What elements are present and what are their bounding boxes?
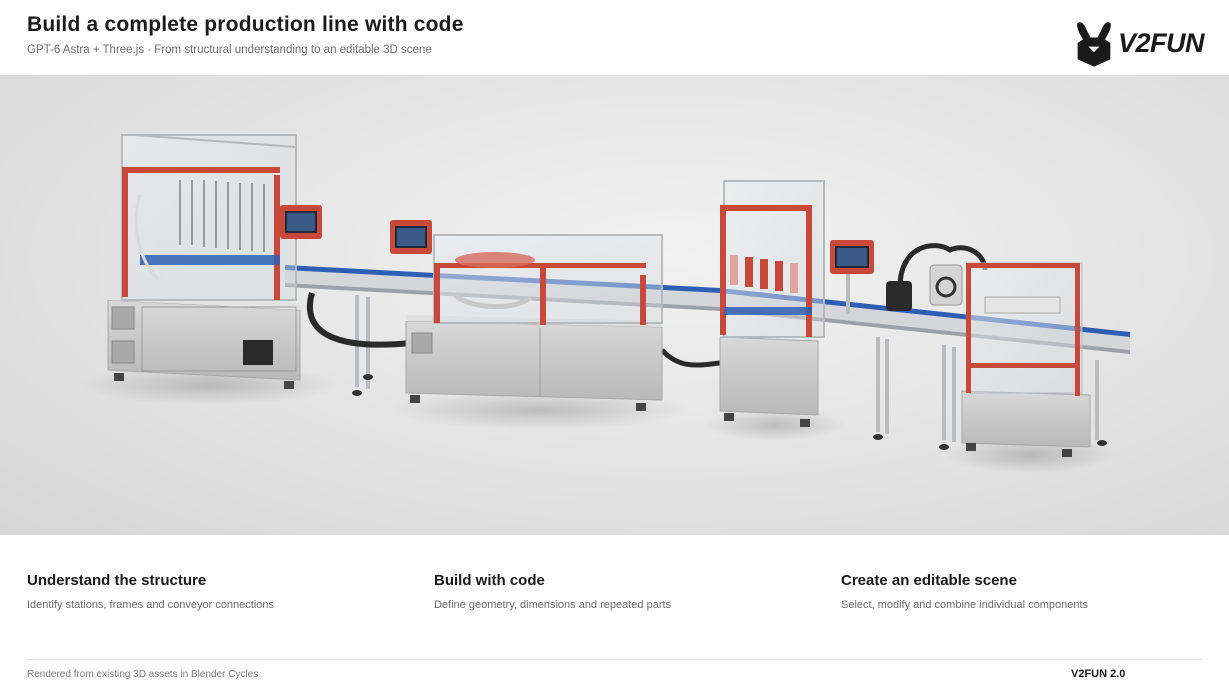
station-packaging [961,262,1091,457]
station-dosing [719,180,874,427]
feature-title: Understand the structure [27,572,207,589]
header: Build a complete production line with co… [0,0,1229,75]
feature-title: Create an editable scene [841,572,1017,589]
footer-divider [27,659,1202,660]
feature-list: Understand the structure Identify statio… [0,560,1229,630]
feature-desc: Identify stations, frames and conveyor c… [27,599,275,611]
feature-structure: Understand the structure Identify statio… [27,560,407,611]
render-note: Rendered from existing 3D assets in Blen… [27,669,259,680]
station-filling [107,134,322,389]
page-subtitle: GPT-6 Astra + Three.js · From structural… [27,44,432,56]
station-rotary [390,220,663,411]
station-labeler [886,243,988,311]
bunny-hand-logo-icon [1077,22,1111,67]
feature-desc: Select, modify and combine individual co… [841,599,1089,611]
feature-title: Build with code [434,572,545,589]
page-title: Build a complete production line with co… [27,13,464,36]
feature-scene: Create an editable scene Select, modify … [841,560,1221,611]
production-line-render [0,75,1229,535]
brand-logo-text: V2FUN [1117,27,1205,58]
brand-logo[interactable]: V2FUN [1074,16,1205,70]
version-label: V2FUN 2.0 [1071,668,1126,680]
production-line-illustration [80,134,1130,473]
feature-desc: Define geometry, dimensions and repeated… [434,599,672,611]
feature-build: Build with code Define geometry, dimensi… [434,560,814,611]
